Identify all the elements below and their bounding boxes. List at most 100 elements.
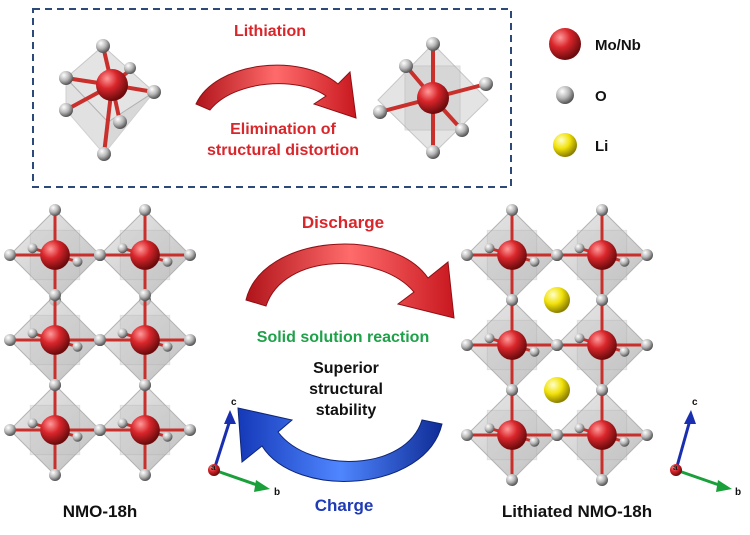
oxygen-atom [596, 384, 608, 396]
oxygen-atom [117, 418, 128, 429]
oxygen-atom [484, 333, 495, 344]
oxygen-atom [596, 204, 608, 216]
oxygen-atom [506, 384, 518, 396]
lithiation-label: Lithiation [234, 23, 306, 40]
legend-mo-nb-sphere [549, 28, 581, 60]
oxygen-atom [72, 341, 83, 352]
oxygen-atom [641, 339, 653, 351]
oxygen-atom [574, 333, 585, 344]
oxygen-atom [641, 249, 653, 261]
legend-li-sphere [553, 133, 577, 157]
oxygen-atom [596, 294, 608, 306]
oxygen-atom [574, 243, 585, 254]
legend-label-li: Li [595, 138, 609, 155]
oxygen-atom [529, 436, 540, 447]
stability-label-line3: stability [315, 402, 377, 419]
oxygen-atom [27, 418, 38, 429]
reaction-label: Solid solution reaction [256, 329, 430, 346]
oxygen-atom [72, 431, 83, 442]
oxygen-atom [139, 469, 151, 481]
oxygen-atom [619, 436, 630, 447]
oxygen-atom [461, 429, 473, 441]
oxygen-atom [27, 243, 38, 254]
axis-b-label-left: b [274, 487, 281, 498]
left-caption: NMO-18h [62, 502, 138, 521]
axis-c-label-left: c [231, 397, 237, 408]
oxygen-atom [27, 328, 38, 339]
charge-label: Charge [314, 496, 374, 515]
oxygen-atom [94, 424, 106, 436]
metal-atom [130, 415, 160, 445]
metal-atom [40, 325, 70, 355]
oxygen-atom [506, 474, 518, 486]
regular-octahedron [373, 37, 493, 159]
oxygen-atom [139, 379, 151, 391]
metal-atom [587, 330, 617, 360]
oxygen-atom [574, 423, 585, 434]
discharge-arrow [245, 243, 455, 319]
legend-label-mo-nb: Mo/Nb [595, 37, 641, 54]
oxygen-atom [551, 429, 563, 441]
oxygen-atom [506, 294, 518, 306]
metal-atom [130, 240, 160, 270]
oxygen-atom [184, 334, 196, 346]
stability-label-line1: Superior [313, 360, 379, 377]
metal-atom [587, 420, 617, 450]
oxygen-atom [162, 341, 173, 352]
oxygen-atom [117, 328, 128, 339]
inset-box [32, 8, 512, 188]
oxygen-atom [596, 474, 608, 486]
metal-atom [497, 240, 527, 270]
oxygen-atom [94, 249, 106, 261]
oxygen-atom [49, 469, 61, 481]
metal-atom [40, 240, 70, 270]
oxygen-atom [4, 424, 16, 436]
axis-indicator-right [670, 410, 732, 492]
lattice-nmo-18h [4, 204, 196, 481]
metal-atom [497, 420, 527, 450]
lattice-lithiated-nmo-18h [461, 204, 653, 486]
oxygen-atom [4, 334, 16, 346]
oxygen-atom [94, 334, 106, 346]
oxygen-atom [4, 249, 16, 261]
elimination-label-line1: Elimination of [230, 121, 336, 138]
oxygen-atom [72, 256, 83, 267]
oxygen-atom [49, 289, 61, 301]
legend-o-sphere [556, 86, 574, 104]
li-atom [544, 287, 570, 313]
oxygen-atom [162, 431, 173, 442]
discharge-label: Discharge [301, 213, 385, 232]
oxygen-atom [49, 204, 61, 216]
stability-label-line2: structural [309, 381, 383, 398]
oxygen-atom [162, 256, 173, 267]
oxygen-atom [619, 346, 630, 357]
axis-b-label-right: b [735, 487, 742, 498]
oxygen-atom [551, 339, 563, 351]
axis-a-label-right: a [673, 463, 678, 472]
charge-arrow [237, 407, 443, 482]
oxygen-atom [484, 423, 495, 434]
oxygen-atom [529, 346, 540, 357]
li-atom [544, 377, 570, 403]
metal-atom [130, 325, 160, 355]
oxygen-atom [529, 256, 540, 267]
oxygen-atom [184, 249, 196, 261]
oxygen-atom [461, 249, 473, 261]
oxygen-atom [551, 249, 563, 261]
metal-atom [497, 330, 527, 360]
axis-a-label-left: a [211, 463, 216, 472]
axis-c-label-right: c [692, 397, 698, 408]
oxygen-atom [484, 243, 495, 254]
oxygen-atom [506, 204, 518, 216]
axis-indicator-left [208, 410, 270, 492]
distorted-octahedron [59, 39, 161, 161]
metal-atom [587, 240, 617, 270]
lithiation-arrow [195, 64, 357, 119]
oxygen-atom [139, 204, 151, 216]
oxygen-atom [619, 256, 630, 267]
oxygen-atom [461, 339, 473, 351]
oxygen-atom [184, 424, 196, 436]
right-caption: Lithiated NMO-18h [501, 502, 653, 521]
